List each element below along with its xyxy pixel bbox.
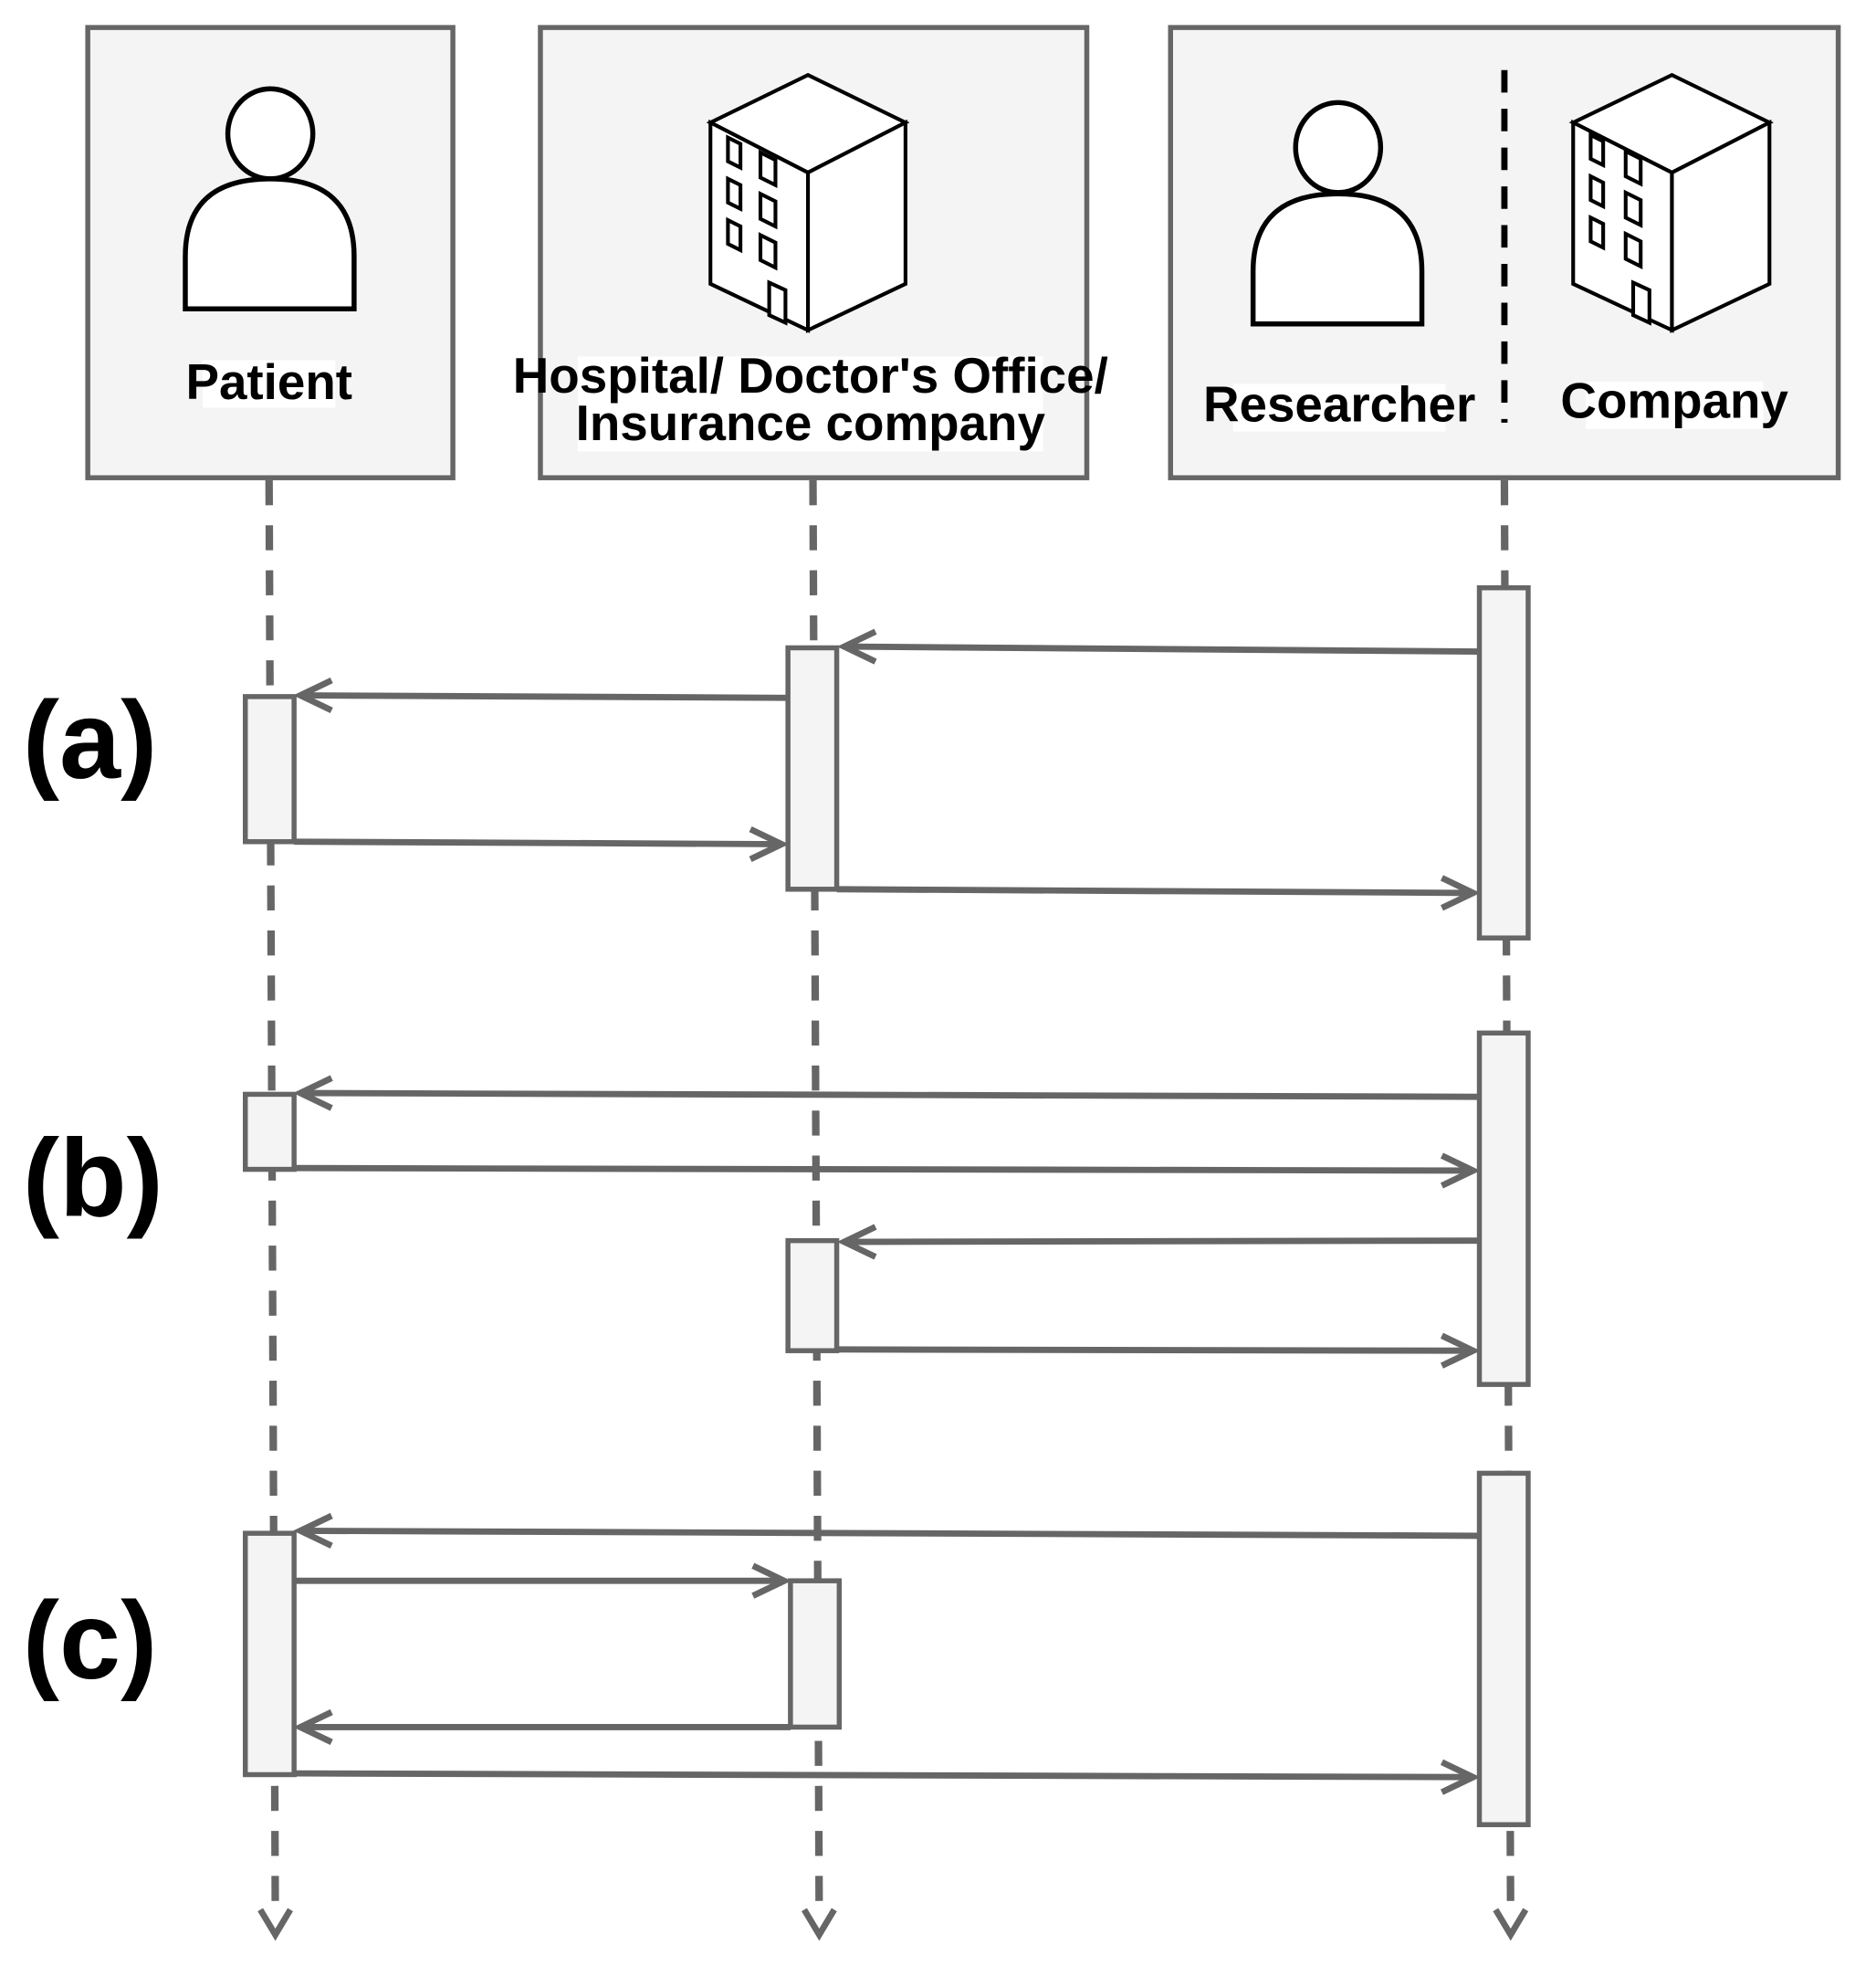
patient-label: Patient	[185, 353, 352, 410]
arrowhead-icon	[1440, 1759, 1481, 1795]
message-arrow	[299, 692, 789, 701]
hospital-label-line1: Hospital/ Doctor's Office/	[513, 347, 1108, 404]
phase-label-a: (a)	[23, 678, 157, 802]
hospital-activation-b	[785, 1237, 840, 1353]
message-arrow	[294, 838, 782, 847]
arrowhead-icon	[293, 1708, 333, 1745]
building-icon	[706, 72, 910, 333]
researcher-label: Researcher	[1203, 376, 1475, 433]
arrowhead-icon	[1440, 1332, 1481, 1369]
company-label: Company	[1560, 372, 1788, 428]
message-arrow	[299, 1089, 1480, 1100]
building-icon	[1568, 72, 1774, 333]
message-arrow	[844, 643, 1480, 655]
person-icon	[183, 86, 357, 312]
arrowhead-icon	[293, 677, 333, 714]
message-arrow	[836, 886, 1473, 897]
person-icon	[1250, 100, 1425, 327]
patient-activation-a	[242, 694, 297, 845]
arrowhead-icon	[293, 1512, 333, 1549]
company-activation-a	[1476, 584, 1531, 941]
phase-label-b: (b)	[23, 1116, 163, 1239]
message-arrow	[299, 1527, 1480, 1540]
message-arrow	[844, 1237, 1480, 1246]
hospital-activation-c	[788, 1578, 843, 1730]
message-arrow	[294, 1164, 1473, 1174]
hospital-lifeline-end-arrow	[802, 1908, 837, 1941]
company-activation-c	[1476, 1470, 1531, 1828]
hospital-activation-a	[785, 645, 840, 892]
phase-label-c: (c)	[23, 1579, 157, 1702]
patient-activation-c	[242, 1530, 297, 1778]
patient-lifeline-end-arrow	[257, 1908, 293, 1941]
message-arrow	[836, 1346, 1473, 1354]
arrowhead-icon	[1440, 1152, 1481, 1189]
arrowhead-icon	[1440, 875, 1481, 911]
company-activation-b	[1476, 1030, 1531, 1387]
arrowhead-icon	[749, 825, 790, 863]
patient-activation-b	[242, 1091, 297, 1172]
message-arrow	[294, 1770, 1473, 1781]
arrowhead-icon	[751, 1562, 791, 1599]
arrowhead-icon	[293, 1075, 333, 1111]
arrowhead-icon	[836, 1224, 877, 1260]
company-lifeline-end-arrow	[1493, 1908, 1529, 1941]
arrowhead-icon	[836, 628, 877, 665]
hospital-label-line2: Insurance company	[576, 394, 1046, 451]
